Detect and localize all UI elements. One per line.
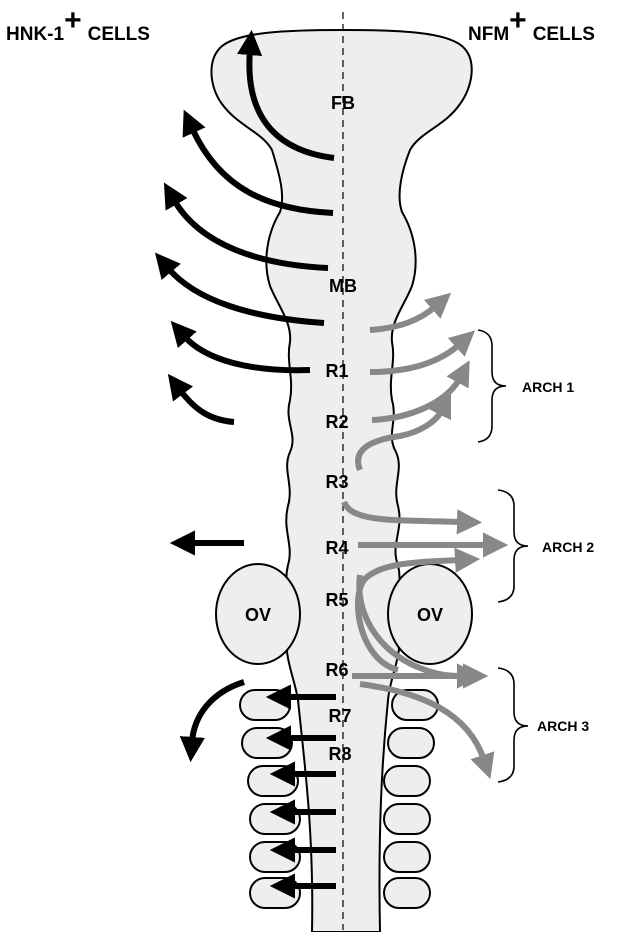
label-mb: MB: [329, 276, 357, 296]
somite: [384, 842, 430, 872]
label-r2: R2: [325, 412, 348, 432]
label-ov-left: OV: [245, 605, 271, 625]
label-r1: R1: [325, 361, 348, 381]
label-ov-right: OV: [417, 605, 443, 625]
arch2-brace: [498, 490, 528, 602]
somite: [388, 728, 434, 758]
label-arch1: ARCH 1: [522, 379, 574, 395]
hnk1-arrow-r6: [192, 682, 244, 742]
somite: [384, 766, 430, 796]
label-arch2: ARCH 2: [542, 539, 594, 555]
somite: [384, 804, 430, 834]
somite: [250, 842, 300, 872]
somites-left: [240, 690, 300, 908]
somite: [250, 878, 300, 908]
somite: [240, 690, 290, 720]
label-arch3: ARCH 3: [537, 718, 589, 734]
somites-right: [384, 690, 438, 908]
label-fb: FB: [331, 93, 355, 113]
label-r7: R7: [328, 706, 351, 726]
label-r4: R4: [325, 538, 348, 558]
header-right: NFM+CELLS: [468, 4, 595, 45]
label-r6: R6: [325, 660, 348, 680]
label-r5: R5: [325, 590, 348, 610]
somite: [242, 728, 292, 758]
label-r8: R8: [328, 744, 351, 764]
arch3-brace: [498, 668, 528, 782]
hnk1-arrow-r2: [180, 390, 234, 422]
label-r3: R3: [325, 472, 348, 492]
header-left: HNK-1+CELLS: [6, 4, 150, 45]
somite: [384, 878, 430, 908]
arch1-brace: [478, 330, 506, 442]
somite: [250, 804, 300, 834]
somite: [248, 766, 298, 796]
